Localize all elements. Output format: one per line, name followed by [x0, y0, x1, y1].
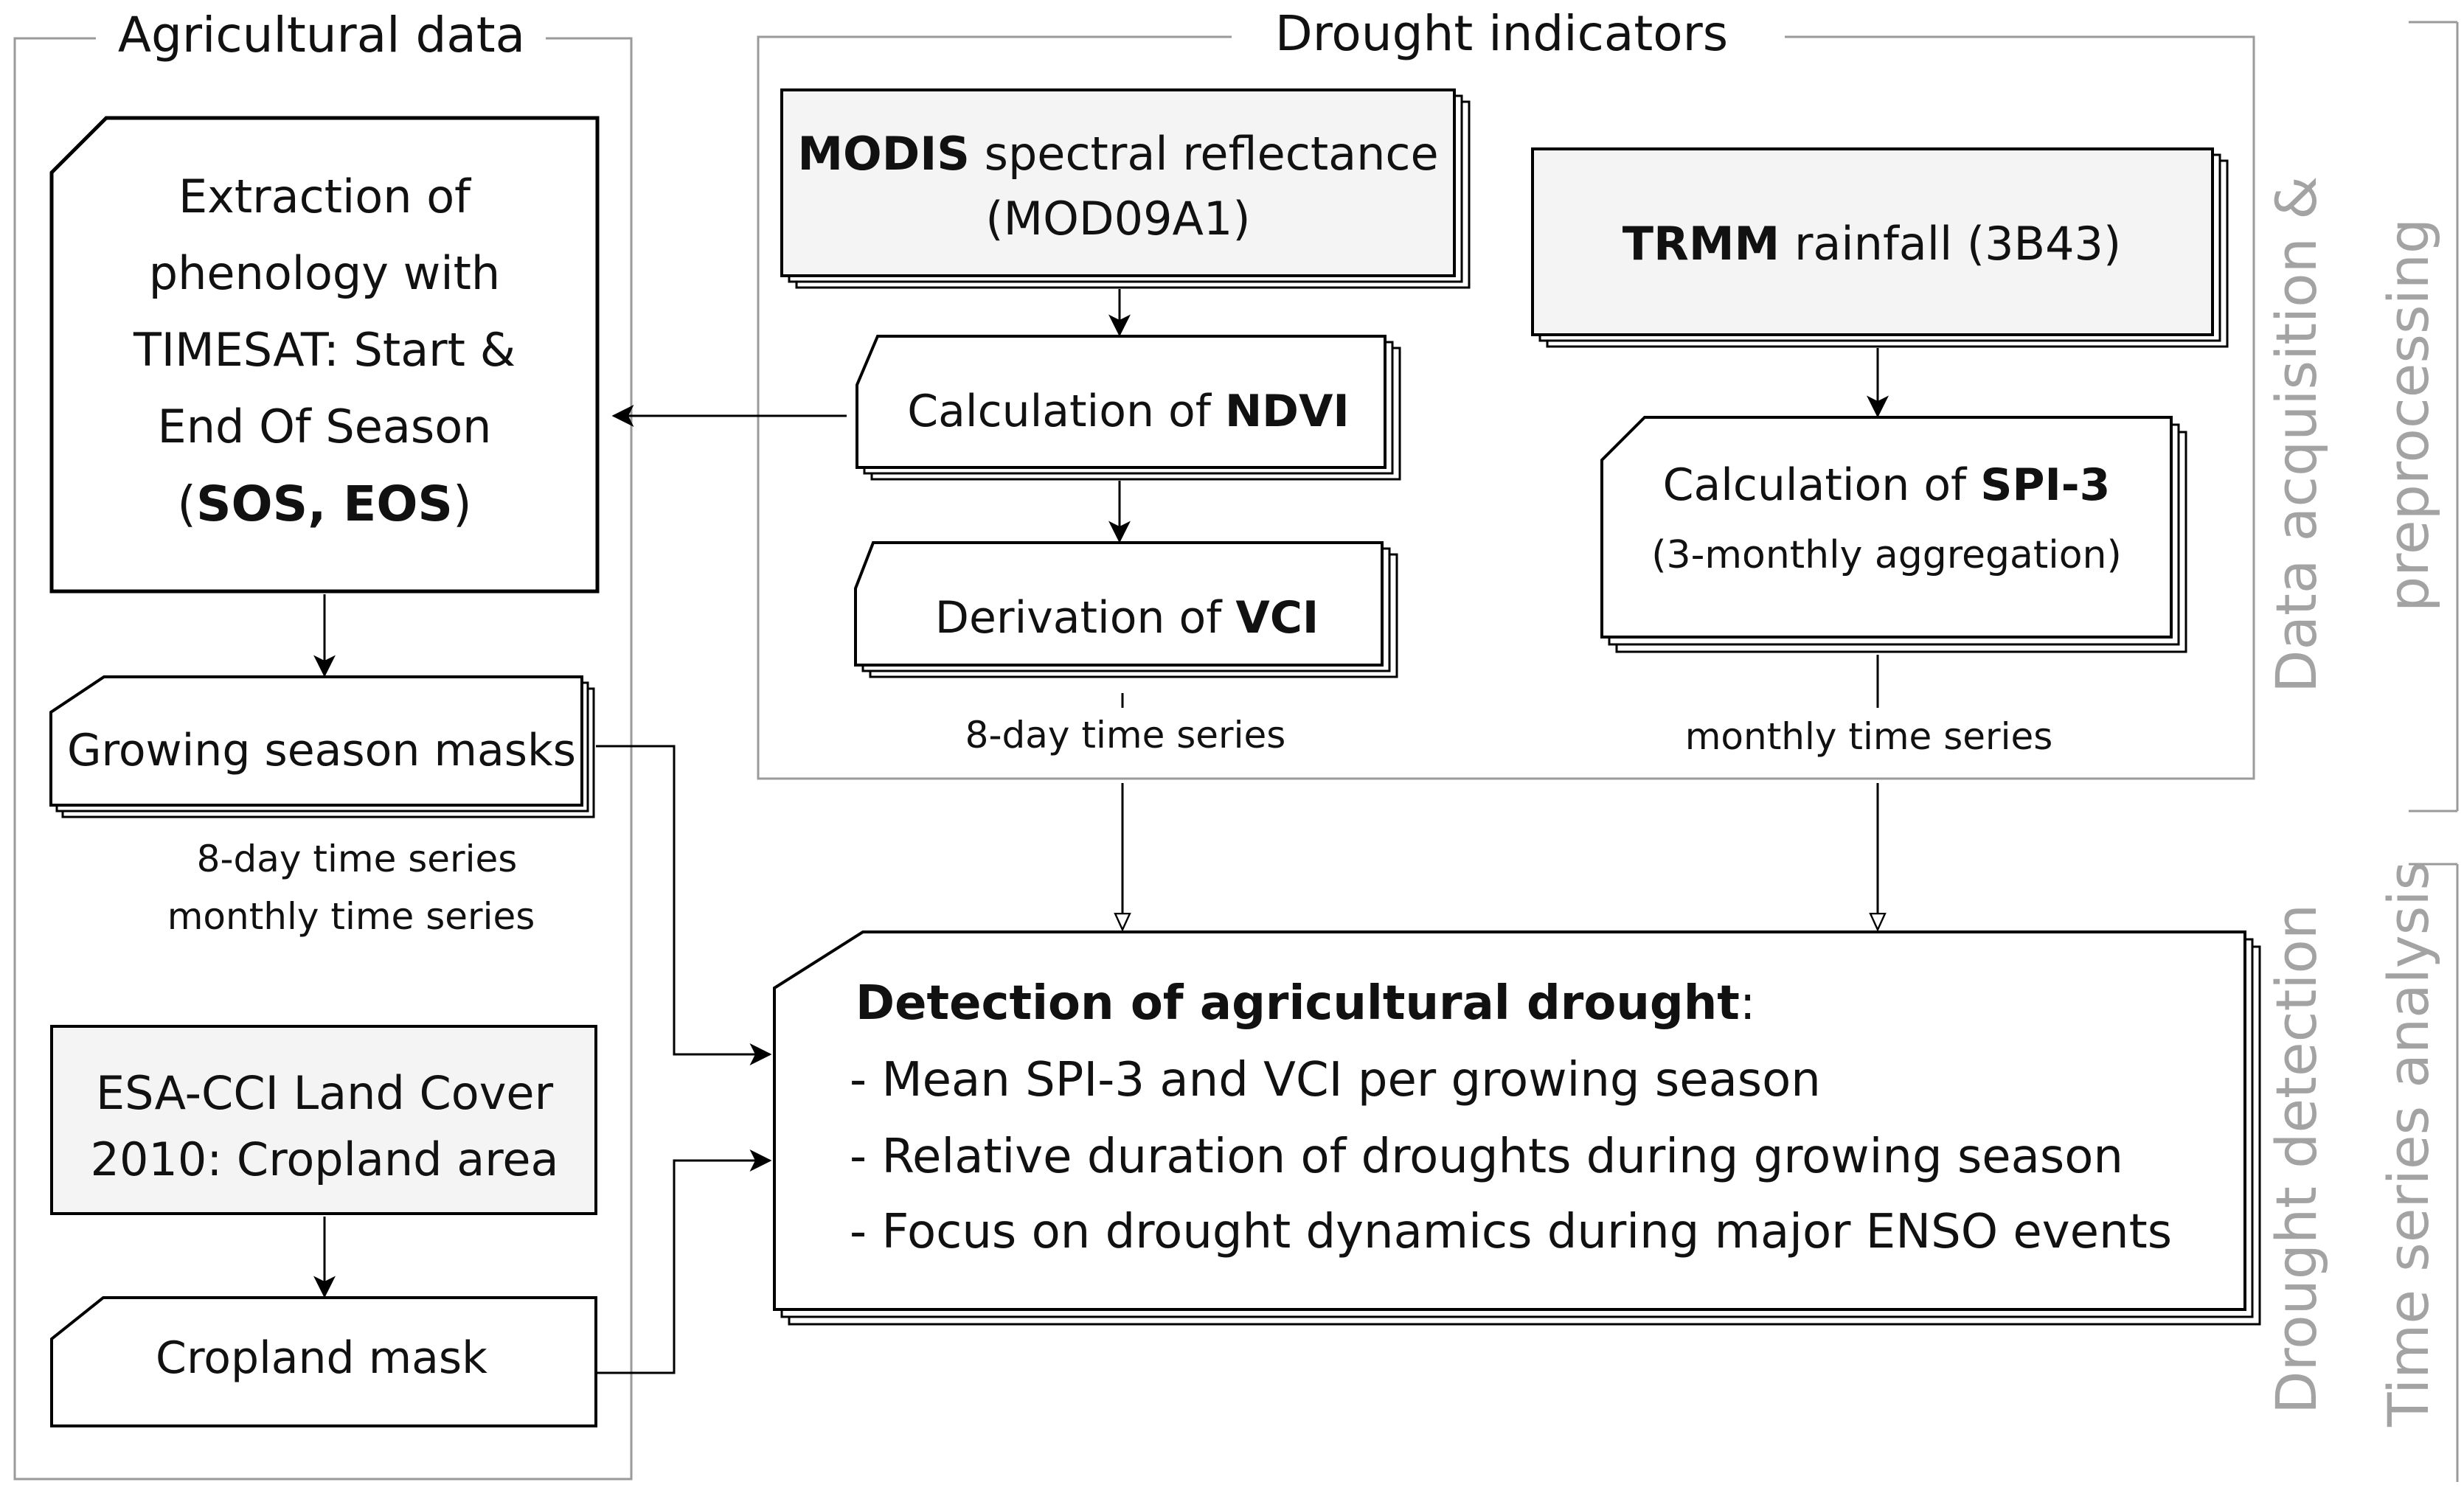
drought-detection-stack: Detection of agricultural drought: - Mea… [773, 930, 2261, 1326]
spi3-line2: (3-monthly aggregation) [1651, 533, 2122, 577]
trmm-rainfall-stack: TRMM rainfall (3B43) [1531, 147, 2229, 348]
modis-line2: (MOD09A1) [985, 192, 1250, 246]
drought-indicators-title: Drought indicators [1275, 5, 1728, 62]
esa-cci-land-cover-box: ESA-CCI Land Cover 2010: Cropland area [50, 1025, 597, 1215]
cropland-mask-box: Cropland mask [50, 1296, 597, 1427]
side-label-detection-line2: Time series analysis [2375, 861, 2441, 1427]
ndvi-calculation-stack: Calculation of NDVI [856, 335, 1401, 481]
growing-masks-note-line1: 8-day time series [197, 838, 518, 880]
spi3-line1: Calculation of SPI-3 [1663, 459, 2111, 511]
extraction-line4: End Of Season [158, 400, 492, 453]
detection-title: Detection of agricultural drought: [856, 976, 1755, 1031]
extraction-line3: TIMESAT: Start & [133, 323, 516, 377]
spi-series-label: monthly time series [1685, 715, 2053, 758]
growing-masks-note-line2: monthly time series [167, 895, 535, 938]
side-label-acquisition-line2: preprocessing [2375, 218, 2441, 612]
arrow-growing-masks-to-detection [596, 745, 772, 1065]
modis-line1: MODIS spectral reflectance [797, 127, 1438, 181]
esa-cci-line1: ESA-CCI Land Cover [96, 1066, 554, 1120]
agricultural-data-frame: Agricultural data [13, 7, 633, 1481]
trmm-label: TRMM rainfall (3B43) [1623, 217, 2121, 271]
extraction-line2: phenology with [149, 246, 500, 300]
side-label-detection-line1: Drought detection [2263, 904, 2329, 1414]
side-label-preprocessing: preprocessing [2375, 218, 2441, 612]
extraction-line5: (SOS, EOS) [177, 476, 471, 532]
side-label-acquisition: Data acquisition & [2263, 176, 2329, 693]
vci-series-label: 8-day time series [965, 714, 1286, 756]
connectors [313, 289, 1889, 1374]
arrow-cropland-to-detection [597, 1149, 772, 1374]
extraction-line1: Extraction of [178, 170, 472, 223]
extraction-phenology-box: Extraction of phenology with TIMESAT: St… [49, 116, 600, 594]
drought-indicators-frame: Drought indicators [757, 5, 2255, 780]
detection-item-2: - Relative duration of droughts during g… [850, 1130, 2123, 1184]
vci-derivation-stack: Derivation of VCI [854, 541, 1398, 678]
side-label-analysis: Time series analysis [2375, 861, 2441, 1427]
esa-cci-line2: 2010: Cropland area [91, 1133, 559, 1186]
side-label-acquisition-line1: Data acquisition & [2263, 176, 2329, 693]
cropland-mask-label: Cropland mask [156, 1332, 487, 1384]
growing-season-masks-label: Growing season masks [67, 725, 576, 776]
agricultural-data-title: Agricultural data [118, 7, 525, 63]
detection-item-3: - Focus on drought dynamics during major… [850, 1205, 2172, 1259]
ndvi-label: Calculation of NDVI [907, 386, 1349, 437]
growing-season-masks-stack: Growing season masks [49, 675, 595, 818]
modis-reflectance-stack: MODIS spectral reflectance (MOD09A1) [780, 88, 1471, 289]
side-label-detection: Drought detection [2263, 904, 2329, 1414]
vci-label: Derivation of VCI [935, 592, 1319, 644]
side-bracket [2409, 21, 2459, 1482]
detection-item-1: - Mean SPI-3 and VCI per growing season [850, 1053, 1821, 1107]
spi3-calculation-stack: Calculation of SPI-3 (3-monthly aggregat… [1600, 416, 2187, 653]
